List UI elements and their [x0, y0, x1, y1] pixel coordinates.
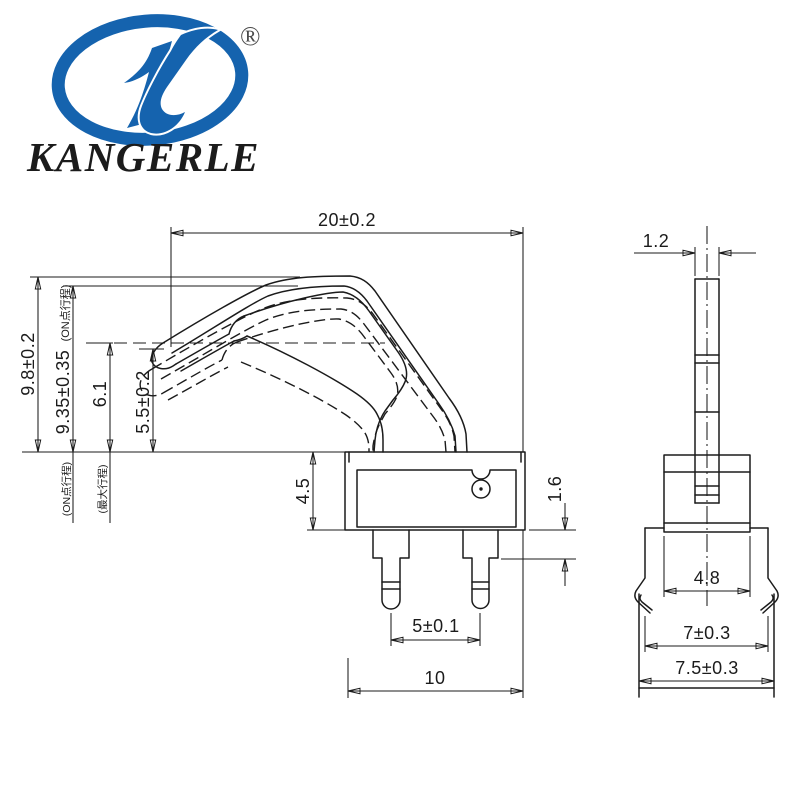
lever-pressed-position: [139, 297, 456, 453]
lever-side: [694, 278, 720, 504]
logo-oval-icon: [51, 14, 249, 146]
dim-top-width: 4.8: [694, 568, 721, 588]
dim-on-point-note: (ON点行程): [59, 285, 72, 342]
label-on-travel: (ON点行程): [60, 462, 73, 516]
logo-k-hook-icon: [137, 26, 223, 136]
right-clip-hook: [762, 527, 779, 614]
lever-free-position: [150, 275, 468, 453]
switch-body-front: [344, 451, 526, 531]
front-dimension-lines: [34, 229, 569, 695]
dim-pin-shoulder: 1.6: [545, 476, 565, 503]
logo-k-bar-icon: [122, 37, 175, 132]
rivet-center-icon: [479, 487, 483, 491]
dim-lever-tip-height: 5.5±0.2: [133, 370, 153, 433]
left-clip-hook: [634, 527, 651, 614]
brand-name: KANGERLE: [26, 134, 260, 180]
registered-trademark: ®: [240, 21, 261, 51]
dim-body-height: 4.5: [293, 478, 313, 505]
dim-mid-width: 7±0.3: [683, 623, 730, 643]
terminal-pins: [372, 529, 499, 610]
dim-free-height: 9.8±0.2: [18, 332, 38, 395]
side-dimension-lines: [634, 249, 775, 685]
side-view: 1.2 4.8 7±0.3 7.5±0.3: [634, 226, 779, 698]
dim-on-point-height: 9.35±0.35: [53, 350, 73, 434]
dim-pin-pitch: 5±0.1: [412, 616, 459, 636]
brand-logo: ® KANGERLE: [26, 14, 261, 180]
side-dimension-texts: 1.2 4.8 7±0.3 7.5±0.3: [643, 231, 738, 678]
dim-lever-thickness: 1.2: [643, 231, 670, 251]
dim-overall-length: 20±0.2: [318, 210, 376, 230]
label-max-travel: (最大行程): [96, 465, 109, 514]
switch-body-side: [634, 454, 779, 698]
dim-body-width: 10: [424, 668, 445, 688]
front-dimension-texts: 20±0.2 9.8±0.2 9.35±0.35 (ON点行程) 6.1 5.5…: [18, 210, 565, 688]
front-view: 20±0.2 9.8±0.2 9.35±0.35 (ON点行程) 6.1 5.5…: [18, 210, 576, 698]
front-extension-lines: [22, 227, 576, 698]
dim-base-width: 7.5±0.3: [675, 658, 738, 678]
dim-max-travel-height: 6.1: [90, 381, 110, 408]
